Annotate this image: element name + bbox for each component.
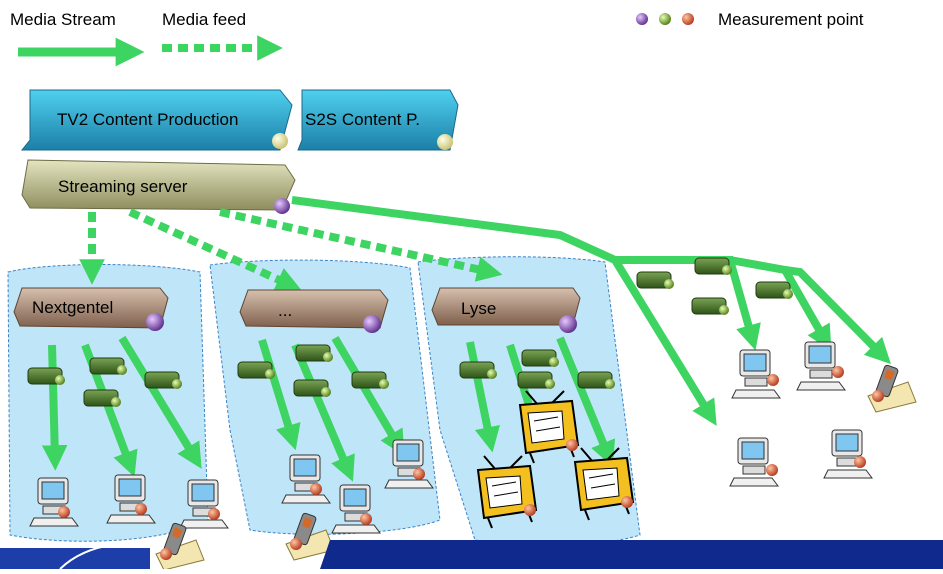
measurement-point-user <box>832 366 844 378</box>
router-icon <box>755 281 793 299</box>
svg-text:Lyse: Lyse <box>461 299 496 318</box>
measurement-point-s2s <box>437 134 453 150</box>
measurement-point-user <box>767 374 779 386</box>
media-stream-arrows-direct <box>291 196 891 426</box>
tv-icon <box>476 455 538 529</box>
router-icon <box>144 371 182 389</box>
legend-media-stream-label: Media Stream <box>10 10 116 29</box>
computer-icon <box>729 437 779 487</box>
computer-icon <box>384 439 434 489</box>
measurement-point-dots <box>363 315 381 333</box>
measurement-point-user <box>854 456 866 468</box>
legend-media-feed-label: Media feed <box>162 10 247 29</box>
phones <box>155 364 917 571</box>
router-icon <box>351 371 389 389</box>
tv-icon <box>573 447 635 521</box>
router-icon <box>521 349 559 367</box>
svg-text:...: ... <box>278 301 292 320</box>
mobile-phone-icon <box>285 512 335 561</box>
computer-icon <box>796 341 846 391</box>
computer-icon <box>29 477 79 527</box>
routers <box>27 257 793 407</box>
router-icon <box>636 271 674 289</box>
mobile-phone-icon <box>867 364 917 413</box>
media-feed-arrows <box>79 208 503 292</box>
isp-box-dots: ... <box>239 289 389 329</box>
measurement-point-lyse <box>559 315 577 333</box>
measurement-point-nextgentel <box>146 313 164 331</box>
router-icon <box>691 297 729 315</box>
computer-icon <box>106 474 156 524</box>
svg-text:Streaming server: Streaming server <box>58 177 188 196</box>
computer-icon <box>731 349 781 399</box>
router-icon <box>517 371 555 389</box>
svg-text:S2S Content P.: S2S Content P. <box>305 110 420 129</box>
mobile-phone-icon <box>155 522 205 571</box>
svg-text:Nextgentel: Nextgentel <box>32 298 113 317</box>
computer-icon <box>823 429 873 479</box>
router-icon <box>83 389 121 407</box>
router-icon <box>27 367 65 385</box>
s2s-content-production-box: S2S Content P. <box>297 89 459 151</box>
streaming-server-box: Streaming server <box>21 159 296 211</box>
tv-icon <box>518 390 580 464</box>
measurement-point-server <box>274 198 290 214</box>
measurement-point-tv2 <box>272 133 288 149</box>
router-icon <box>237 361 275 379</box>
legend-measurement-point-icons <box>636 13 694 25</box>
computer-icon <box>281 454 331 504</box>
router-icon <box>295 344 333 362</box>
svg-text:TV2 Content Production: TV2 Content Production <box>57 110 238 129</box>
footer-band <box>0 540 943 570</box>
tv2-content-production-box: TV2 Content Production <box>20 89 293 151</box>
tvs <box>476 390 635 529</box>
router-icon <box>459 361 497 379</box>
legend-measurement-point-label: Measurement point <box>718 10 864 29</box>
router-icon <box>293 379 331 397</box>
computer-icon <box>331 484 381 534</box>
router-icon <box>89 357 127 375</box>
router-icon <box>577 371 615 389</box>
computers <box>29 341 873 534</box>
measurement-point-user <box>766 464 778 476</box>
isp-box-nextgentel: Nextgentel <box>13 287 169 329</box>
isp-cloud-dots <box>209 259 441 535</box>
isp-box-lyse: Lyse <box>431 287 581 326</box>
router-icon <box>694 257 732 275</box>
